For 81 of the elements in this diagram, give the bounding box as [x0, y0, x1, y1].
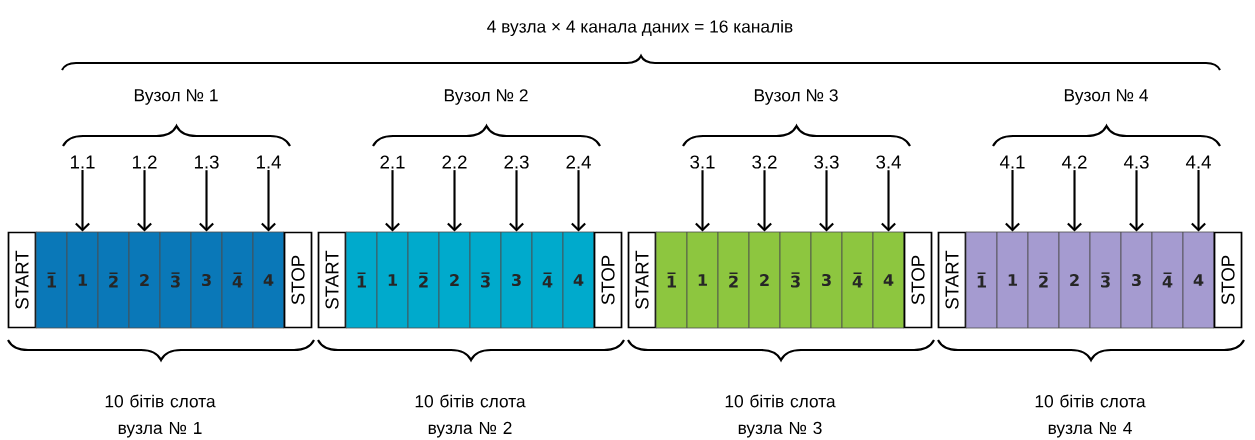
data-cell: 3̅	[159, 231, 192, 329]
node-label: Вузол № 3	[754, 89, 838, 105]
data-cell: 3	[1120, 231, 1153, 329]
data-cell: 2̅	[97, 231, 130, 329]
data-cell: 2̅	[1027, 231, 1060, 329]
data-cell: 4	[562, 231, 595, 329]
slot-label: 10 бітів слота вузла № 4	[1035, 394, 1146, 438]
data-cell: 1̅	[965, 231, 998, 329]
arrow	[695, 170, 710, 232]
data-cell: 2	[748, 231, 781, 329]
start-stop-cell: STOP	[593, 231, 623, 329]
data-cell: 4̅	[841, 231, 874, 329]
start-stop-cell: START	[317, 231, 347, 329]
channel-label: 1.2	[132, 155, 157, 169]
channel-label: 4.2	[1061, 155, 1087, 169]
start-stop-cell: START	[937, 231, 967, 329]
data-cell: 3	[810, 231, 843, 329]
start-stop-cell: START	[627, 231, 657, 329]
channel-label: 2.4	[566, 155, 591, 169]
start-stop-cell: STOP	[1213, 231, 1243, 329]
data-cell: 1	[66, 231, 99, 329]
node-label: Вузол № 2	[444, 89, 528, 105]
channel-label: 3.1	[690, 155, 715, 169]
data-cell: 3	[190, 231, 223, 329]
channel-label: 4.1	[999, 155, 1025, 169]
node-label: Вузол № 4	[1064, 89, 1148, 105]
arrow	[199, 170, 214, 232]
slot-label: 10 бітів слота вузла № 2	[415, 394, 526, 438]
arrow	[385, 170, 400, 232]
data-cell: 2̅	[717, 231, 750, 329]
arrow	[447, 170, 462, 232]
arrow	[1191, 170, 1206, 232]
data-cell: 2̅	[407, 231, 440, 329]
data-cell: 1	[996, 231, 1029, 329]
channel-label: 3.4	[876, 155, 901, 169]
channel-label: 3.2	[752, 155, 777, 169]
slot-label: 10 бітів слота вузла № 1	[105, 394, 216, 438]
node-label: Вузол № 1	[134, 89, 218, 105]
channel-label: 2.1	[380, 155, 405, 169]
channel-label: 1.4	[256, 155, 281, 169]
arrow	[1067, 170, 1082, 232]
data-cell: 3̅	[779, 231, 812, 329]
channel-label: 4.3	[1123, 155, 1149, 169]
channel-label: 4.4	[1185, 155, 1211, 169]
start-stop-cell: START	[7, 231, 37, 329]
data-cell: 4	[252, 231, 285, 329]
data-cell: 1̅	[655, 231, 688, 329]
data-cell: 1	[686, 231, 719, 329]
arrow	[881, 170, 896, 232]
data-cell: 4	[1182, 231, 1215, 329]
heading: 4 вузла × 4 канала даних = 16 каналів	[487, 19, 793, 37]
arrow	[137, 170, 152, 232]
channel-label: 3.3	[814, 155, 839, 169]
data-cell: 1	[376, 231, 409, 329]
data-cell: 2	[128, 231, 161, 329]
channel-label: 2.3	[504, 155, 529, 169]
channel-label: 1.3	[194, 155, 219, 169]
arrow	[1129, 170, 1144, 232]
data-cell: 3	[500, 231, 533, 329]
arrow	[261, 170, 276, 232]
data-cell: 4̅	[531, 231, 564, 329]
arrow	[571, 170, 586, 232]
data-cell: 4̅	[1151, 231, 1184, 329]
data-cell: 1̅	[345, 231, 378, 329]
channel-label: 2.2	[442, 155, 467, 169]
data-cell: 4	[872, 231, 905, 329]
data-cell: 3̅	[469, 231, 502, 329]
arrow	[757, 170, 772, 232]
start-stop-cell: STOP	[903, 231, 933, 329]
channel-label: 1.1	[70, 155, 95, 169]
arrow	[819, 170, 834, 232]
arrow	[75, 170, 90, 232]
data-cell: 4̅	[221, 231, 254, 329]
data-cell: 3̅	[1089, 231, 1122, 329]
data-cell: 2	[1058, 231, 1091, 329]
start-stop-cell: STOP	[283, 231, 313, 329]
slot-label: 10 бітів слота вузла № 3	[725, 394, 836, 438]
data-cell: 2	[438, 231, 471, 329]
data-cell: 1̅	[35, 231, 68, 329]
arrow	[509, 170, 524, 232]
arrow	[1005, 170, 1020, 232]
